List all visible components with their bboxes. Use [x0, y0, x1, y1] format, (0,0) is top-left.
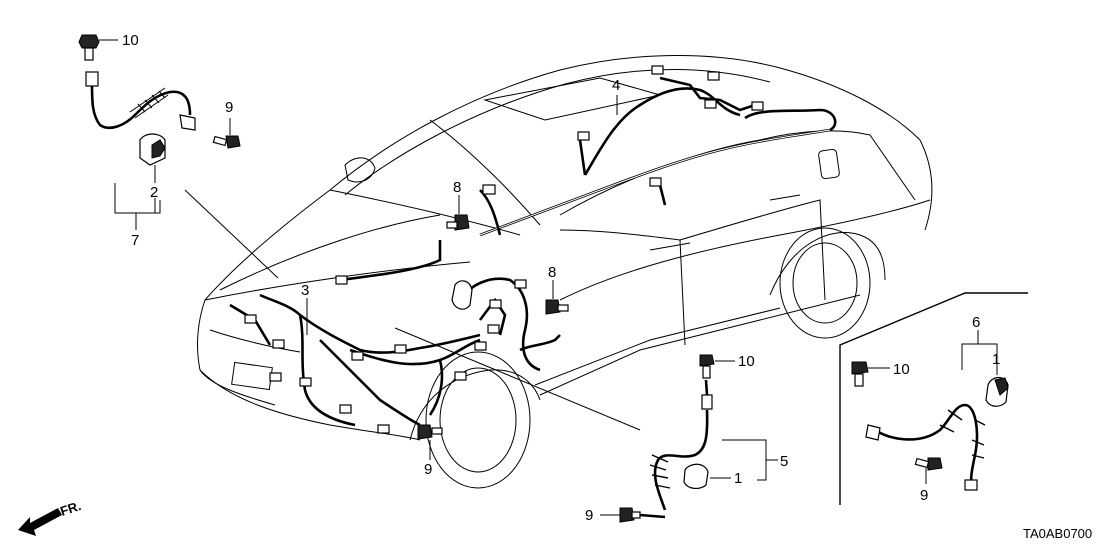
flange-bolt-icon	[619, 507, 641, 523]
callout-5: 5	[780, 453, 788, 470]
flange-bolt-icon	[851, 361, 869, 387]
callout-8: 8	[453, 179, 461, 196]
battery-cable-assembly	[78, 34, 241, 166]
callout-9: 9	[585, 507, 593, 524]
callout-2: 2	[150, 184, 158, 201]
callout-9: 9	[920, 487, 928, 504]
arrow-icon	[18, 508, 62, 536]
inset-panel	[839, 292, 1028, 505]
flange-bolt-icon	[914, 457, 943, 471]
ground-cable-assembly	[619, 354, 715, 523]
flange-bolt-icon	[545, 299, 569, 315]
callout-10: 10	[122, 32, 139, 49]
callout-1: 1	[992, 351, 1000, 368]
callout-10: 10	[738, 353, 755, 370]
flange-bolt-icon	[78, 34, 100, 61]
callout-6: 6	[972, 314, 980, 331]
callout-1: 1	[734, 470, 742, 487]
diagram-code: TA0AB0700	[1023, 526, 1092, 541]
flange-bolt-icon	[212, 135, 241, 149]
callout-3: 3	[301, 282, 309, 299]
roof-wire-harness	[479, 65, 837, 237]
callout-9: 9	[424, 461, 432, 478]
callout-8: 8	[548, 264, 556, 281]
front-direction-arrow: FR.	[18, 498, 83, 536]
callout-4: 4	[612, 77, 620, 94]
callout-9: 9	[225, 99, 233, 116]
direction-label: FR.	[58, 498, 83, 519]
flange-bolt-icon	[699, 354, 715, 379]
callout-7: 7	[131, 232, 139, 249]
car-body-outline	[197, 55, 933, 489]
flange-bolt-icon	[446, 214, 470, 231]
flange-bolt-icon	[417, 424, 443, 440]
engine-room-harness	[229, 184, 561, 434]
callout-10: 10	[893, 361, 910, 378]
leader-lines	[99, 39, 998, 516]
